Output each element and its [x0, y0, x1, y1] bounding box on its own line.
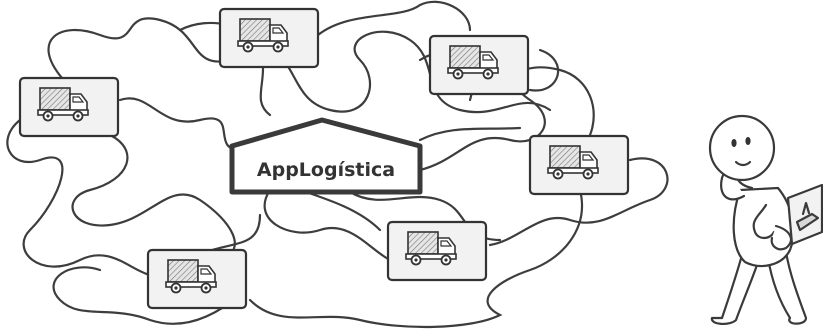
truck-node-2 [218, 7, 320, 69]
center-app-node: AppLogística [229, 117, 423, 195]
connection-line [488, 157, 669, 247]
connection-line [52, 266, 242, 325]
truck-node-3 [428, 34, 530, 96]
connection-line [258, 30, 552, 114]
connection-line [6, 118, 152, 277]
truck-node-5 [386, 220, 488, 282]
connection-line [418, 66, 595, 172]
connection-line [316, 0, 472, 37]
connection-line [71, 133, 236, 262]
connection-line [263, 188, 392, 262]
truck-node-1 [18, 76, 120, 138]
connection-line [418, 126, 522, 142]
truck-node-4 [528, 134, 630, 196]
connection-line [298, 188, 382, 232]
connection-line [528, 48, 560, 92]
connection-line [118, 97, 242, 152]
connection-line [248, 188, 583, 329]
connection-line [47, 17, 247, 80]
truck-node-6 [146, 248, 248, 310]
center-app-label: AppLogística [257, 159, 395, 181]
thinking-person-icon [708, 114, 823, 325]
